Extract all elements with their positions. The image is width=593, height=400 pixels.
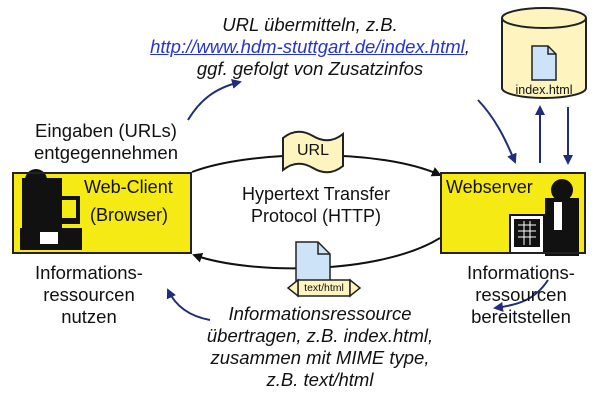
url-flag-icon [282, 130, 344, 174]
server-provide-line1: Informations- [467, 262, 575, 283]
document-icon [286, 241, 362, 298]
client-use-line1: Informations- [35, 262, 143, 283]
file-icon [531, 45, 557, 81]
storage-file-label: index.html [515, 83, 573, 97]
web-client-box: Web-Client (Browser) [12, 172, 192, 254]
bottom-note-line3: zusammen mit MIME type, [210, 347, 430, 368]
server-provide-line2: ressourcen [475, 284, 567, 305]
arrow-note-to-server [477, 99, 517, 164]
bottom-note-line4: z.B. text/html [266, 369, 374, 390]
arrow-bottom-note-to-client [166, 288, 211, 321]
client-input-text: Eingaben (URLs) entgegennehmen [6, 120, 206, 164]
server-provide-text: Informations- ressourcen bereitstellen [452, 262, 590, 328]
top-note-line3: ggf. gefolgt von Zusatzinfos [196, 58, 424, 79]
top-note: URL übermitteln, z.B. http://www.hdm-stu… [110, 14, 510, 80]
client-input-line1: Eingaben (URLs) [35, 120, 177, 141]
webserver-box: Webserver [440, 172, 586, 254]
top-note-link-line: http://www.hdm-stuttgart.de/index.html, [110, 36, 510, 58]
bottom-note-line2: übertragen, z.B. index.html, [206, 325, 434, 346]
client-use-line3: nutzen [61, 306, 117, 327]
client-person-clipart [20, 169, 82, 250]
web-client-subtitle: (Browser) [90, 205, 169, 225]
server-provide-line3: bereitstellen [471, 306, 571, 327]
top-note-line1: URL übermitteln, z.B. [222, 14, 398, 35]
client-use-line2: ressourcen [43, 284, 135, 305]
document-type-label: text/html [304, 282, 344, 294]
bottom-note: Informationsressource übertragen, z.B. i… [170, 303, 470, 391]
web-client-title: Web-Client [84, 177, 173, 197]
example-url-link[interactable]: http://www.hdm-stuttgart.de/index.html [150, 36, 465, 57]
arrow-to-top-note [187, 79, 242, 121]
url-flag-label: URL [296, 142, 329, 159]
client-input-line2: entgegennehmen [33, 142, 179, 163]
client-use-text: Informations- ressourcen nutzen [14, 262, 164, 328]
protocol-line1: Hypertext Transfer [241, 184, 391, 204]
top-note-link-suffix: , [464, 36, 470, 57]
server-person-clipart [509, 179, 579, 256]
protocol-line2: Protocol (HTTP) [250, 206, 382, 226]
arrow-server-to-bottom-note [493, 279, 549, 312]
bottom-note-line1: Informationsressource [228, 303, 412, 324]
webserver-title: Webserver [446, 177, 533, 197]
protocol-label: Hypertext Transfer Protocol (HTTP) [196, 183, 436, 227]
